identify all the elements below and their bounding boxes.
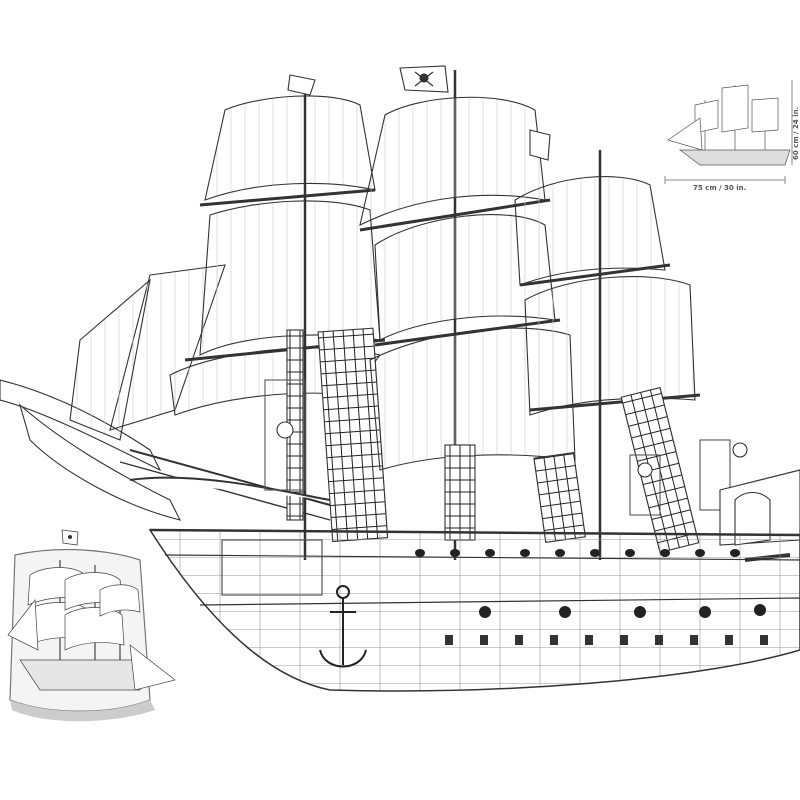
hull <box>148 528 800 692</box>
main-mast <box>359 70 586 560</box>
mini-ship <box>667 84 791 166</box>
main-ship <box>0 65 800 692</box>
dimension-diagram: 75 cm / 30 in. 60 cm / 24 in. <box>664 80 800 192</box>
mizzen-mast <box>514 150 701 560</box>
jib-sails <box>69 264 226 441</box>
box-flag-icon <box>61 529 79 546</box>
anchor-icon <box>319 585 367 668</box>
flags <box>287 65 551 161</box>
deck-details <box>129 379 800 562</box>
box-art <box>7 529 176 722</box>
length-label: 75 cm / 30 in. <box>693 184 746 192</box>
cannon-ports <box>415 549 766 618</box>
lower-deck-ports <box>445 635 768 645</box>
fore-mast <box>169 90 389 560</box>
height-label: 60 cm / 24 in. <box>792 107 800 160</box>
